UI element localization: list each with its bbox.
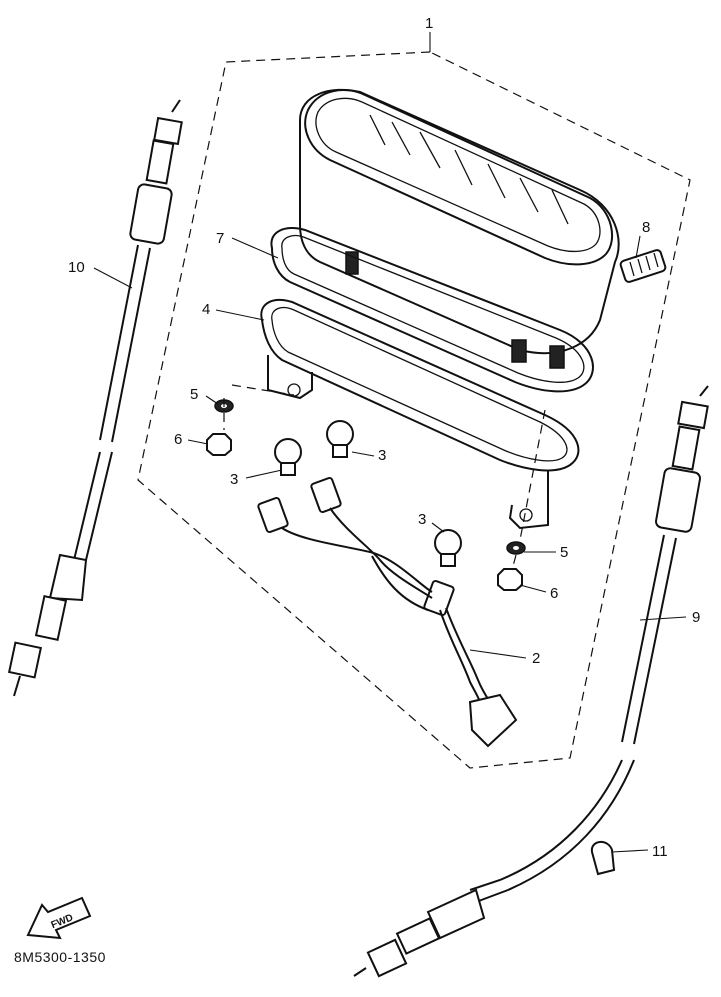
callout-6-right: 6 bbox=[550, 585, 558, 602]
nut-left bbox=[206, 433, 232, 456]
meter-gasket-inner bbox=[281, 234, 585, 383]
nut-right bbox=[497, 568, 523, 591]
callout-1: 1 bbox=[425, 15, 433, 32]
callout-9: 9 bbox=[692, 609, 700, 626]
callout-3-right: 3 bbox=[418, 511, 426, 528]
callout-11: 11 bbox=[652, 843, 668, 860]
callout-5-left: 5 bbox=[190, 386, 198, 403]
speedometer-cable bbox=[7, 99, 183, 697]
callout-5-right: 5 bbox=[560, 544, 568, 561]
bulb-center bbox=[326, 420, 354, 458]
cable-clamp bbox=[590, 841, 616, 876]
assembly-boundary bbox=[137, 51, 691, 769]
callout-4: 4 bbox=[202, 301, 210, 318]
callout-10: 10 bbox=[68, 259, 85, 276]
callout-leaders bbox=[93, 235, 687, 853]
meter-cable bbox=[353, 385, 709, 978]
figure-code: 8M5300-1350 bbox=[14, 949, 106, 965]
callout-7: 7 bbox=[216, 230, 224, 247]
callout-6-left: 6 bbox=[174, 431, 182, 448]
meter-gasket bbox=[270, 227, 594, 393]
alignment-line-right bbox=[511, 409, 546, 571]
meter-bracket bbox=[260, 299, 580, 530]
callout-3-left: 3 bbox=[230, 471, 238, 488]
alignment-line-left bbox=[223, 384, 295, 430]
bulb-right bbox=[434, 529, 462, 567]
bulb-left bbox=[274, 438, 302, 476]
trip-knob bbox=[619, 249, 667, 283]
fwd-arrow-icon: FWD bbox=[26, 896, 92, 940]
callout-3-center: 3 bbox=[378, 447, 386, 464]
wire-harness bbox=[257, 476, 518, 748]
callout-8: 8 bbox=[642, 219, 650, 236]
meter-housing bbox=[299, 88, 620, 369]
callout-2: 2 bbox=[532, 650, 540, 667]
washer-right bbox=[506, 541, 526, 555]
